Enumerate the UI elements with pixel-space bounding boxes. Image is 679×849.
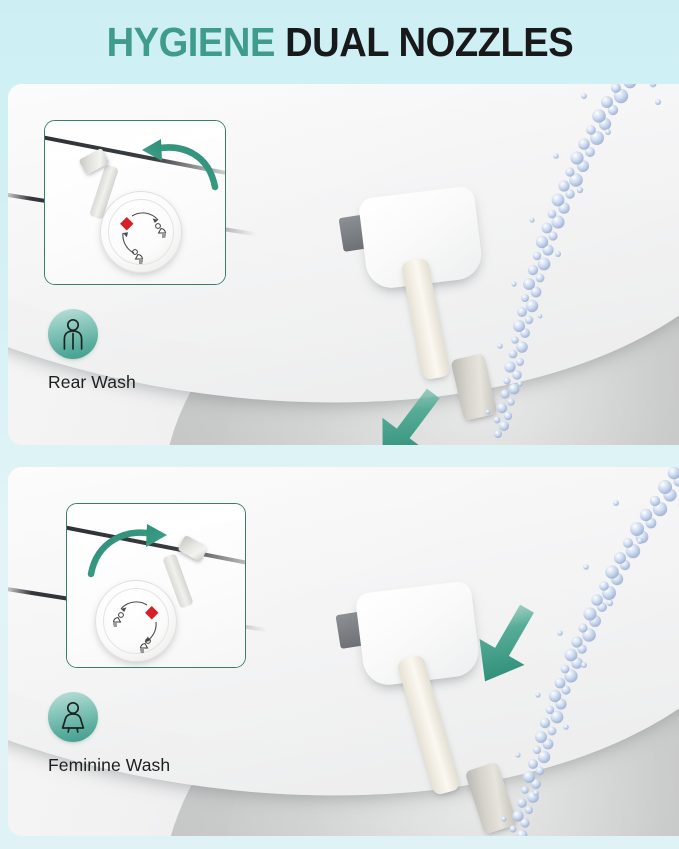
page-header: HYGIENE DUAL NOZZLES [0, 0, 679, 84]
dial-control-callout [66, 503, 246, 668]
control-dial[interactable] [95, 580, 177, 662]
feminine-wash-pictogram [132, 249, 144, 264]
feminine-wash-label-group: Feminine Wash [48, 692, 170, 776]
title-main-words: DUAL NOZZLES [284, 18, 574, 65]
dial-red-marker [120, 217, 134, 231]
rear-wash-label-group: Rear Wash [48, 309, 136, 393]
dial-red-marker [145, 606, 159, 620]
page-title: HYGIENE DUAL NOZZLES [106, 18, 574, 65]
control-dial[interactable] [100, 191, 182, 273]
title-accent-word: HYGIENE [106, 18, 275, 65]
rear-wash-label: Rear Wash [48, 372, 136, 392]
feminine-wash-label: Feminine Wash [48, 755, 171, 775]
rear-wash-panel: Rear Wash [8, 84, 679, 445]
rear-wash-pictogram [155, 223, 167, 238]
rotate-direction-arrow [129, 137, 221, 193]
dial-ring [103, 588, 169, 654]
nozzle-direction-arrow [360, 379, 456, 445]
feminine-wash-pictogram [112, 612, 124, 627]
dial-ring [108, 199, 174, 265]
dial-control-callout [44, 120, 226, 285]
rear-wash-pictogram [139, 638, 151, 653]
nozzle-direction-arrow [458, 597, 554, 693]
feminine-wash-panel: Feminine Wash [8, 467, 679, 836]
rotate-direction-arrow [83, 522, 179, 580]
male-figure-icon [48, 309, 98, 359]
female-figure-icon [48, 692, 98, 742]
